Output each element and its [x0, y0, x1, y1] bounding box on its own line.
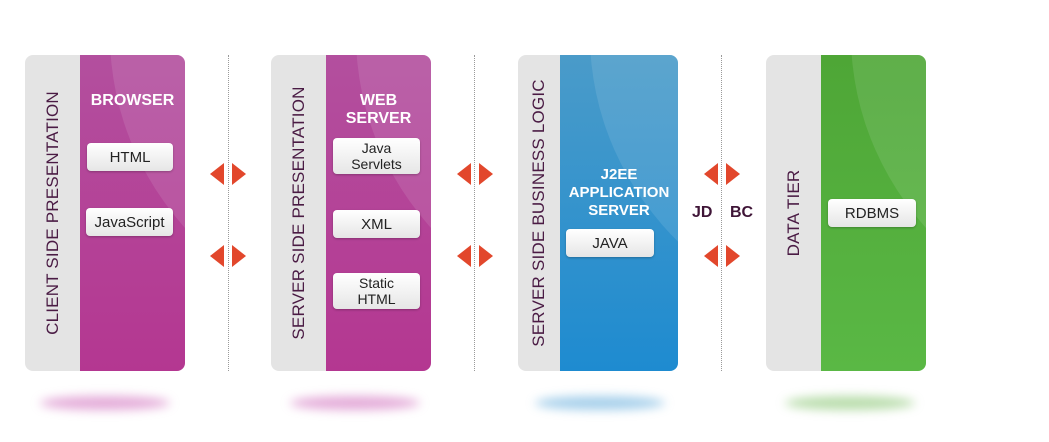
panel-sheen [851, 55, 926, 335]
server-presentation-strip: SERVER SIDE PRESENTATION [271, 55, 326, 371]
server-presentation-tier: SERVER SIDE PRESENTATION WEB SERVER Java… [271, 55, 431, 371]
client-side-label: CLIENT SIDE PRESENTATION [42, 91, 62, 335]
server-presentation-glow [290, 396, 420, 410]
app-server-title-line3: SERVER [588, 202, 650, 219]
double-arrow-icon [210, 163, 246, 185]
divider-3 [721, 55, 722, 371]
app-server-title: J2EE APPLICATION SERVER [560, 166, 678, 220]
double-arrow-icon [457, 245, 493, 267]
business-strip: SERVER SIDE BUSINESS LOGIC [518, 55, 560, 371]
browser-title: BROWSER [90, 92, 175, 109]
static-html-chip: Static HTML [333, 273, 420, 309]
app-server-title-line1: J2EE [600, 166, 638, 183]
client-side-strip: CLIENT SIDE PRESENTATION [25, 55, 80, 371]
double-arrow-icon [210, 245, 246, 267]
jdbc-label-left: JD [692, 204, 713, 221]
java-servlets-line1: Java [361, 140, 392, 156]
data-label: DATA TIER [783, 169, 803, 257]
jdbc-label-right: BC [730, 204, 754, 221]
double-arrow-icon [457, 163, 493, 185]
static-html-line2: HTML [357, 291, 396, 307]
web-server-panel: WEB SERVER Java Servlets XML Static HTML [326, 55, 431, 371]
data-strip: DATA TIER [766, 55, 821, 371]
data-tier: DATA TIER RDBMS [766, 55, 926, 371]
html-chip: HTML [87, 143, 173, 171]
rdbms-chip: RDBMS [828, 199, 916, 227]
java-servlets-chip: Java Servlets [333, 138, 420, 174]
divider-2 [474, 55, 475, 371]
client-tier: CLIENT SIDE PRESENTATION BROWSER HTML Ja… [25, 55, 185, 371]
java-servlets-line2: Servlets [351, 156, 402, 172]
data-glow [785, 396, 915, 410]
business-label: SERVER SIDE BUSINESS LOGIC [529, 79, 548, 347]
double-arrow-icon [704, 163, 740, 185]
divider-1 [228, 55, 229, 371]
app-server-panel: J2EE APPLICATION SERVER JAVA [560, 55, 678, 371]
web-server-title-line2: SERVER [345, 110, 412, 127]
rdbms-panel: RDBMS [821, 55, 926, 371]
javascript-chip: JavaScript [86, 208, 173, 236]
web-server-title: WEB SERVER [326, 92, 431, 128]
business-tier: SERVER SIDE BUSINESS LOGIC J2EE APPLICAT… [518, 55, 678, 371]
web-server-title-line1: WEB [359, 92, 398, 109]
browser-panel: BROWSER HTML JavaScript [80, 55, 185, 371]
java-chip: JAVA [566, 229, 654, 257]
double-arrow-icon [704, 245, 740, 267]
client-glow [40, 396, 170, 410]
app-server-title-line2: APPLICATION [568, 184, 670, 201]
xml-chip: XML [333, 210, 420, 238]
server-presentation-label: SERVER SIDE PRESENTATION [288, 86, 308, 340]
business-glow [535, 396, 665, 410]
static-html-line1: Static [358, 275, 394, 291]
